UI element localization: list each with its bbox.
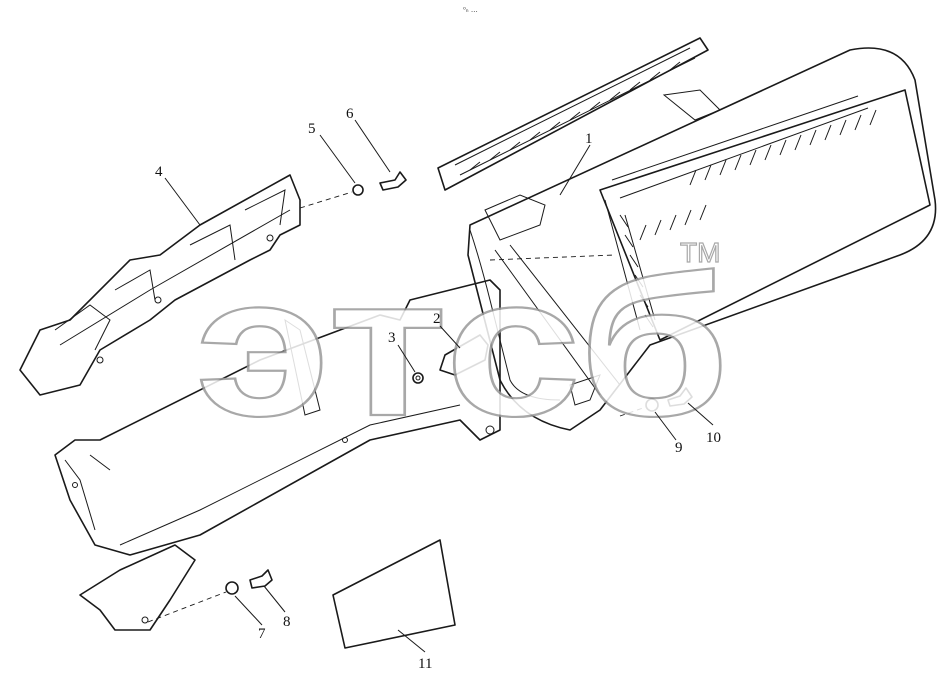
callout-3: 3 [388, 330, 396, 346]
callout-8: 8 [283, 614, 291, 630]
watermark-trademark: TM [680, 237, 720, 268]
part-5-washer [352, 184, 364, 196]
part-grille-strip [437, 37, 709, 191]
part-3-nut [412, 372, 424, 384]
part-8-bolt [249, 569, 273, 589]
callout-7: 7 [258, 626, 266, 642]
assembly-lines [147, 191, 647, 623]
part-2-clip [439, 334, 489, 376]
part-10-bolt [667, 387, 693, 407]
leader-lines [164, 119, 714, 653]
part-mounting-bracket [54, 279, 501, 631]
callout-1: 1 [585, 131, 593, 147]
watermark: этсб TM [194, 234, 731, 459]
part-7-washer [225, 581, 239, 595]
duct-rib-pattern [619, 109, 877, 328]
watermark-text: этсб [195, 235, 730, 458]
part-9-washer [645, 398, 659, 412]
callout-2: 2 [433, 311, 441, 327]
part-6-bolt [379, 171, 407, 191]
callout-4: 4 [155, 164, 163, 180]
part-4-heat-shield [19, 174, 301, 396]
part-11-label-plate [332, 539, 456, 649]
callout-labels: 1 2 3 4 5 6 7 8 9 10 11 [155, 106, 721, 672]
callout-10: 10 [706, 430, 721, 446]
part-1-duct-housing [467, 47, 937, 431]
callout-6: 6 [346, 106, 354, 122]
header-mark: ⁰ₙ ․․․ [463, 6, 478, 14]
callout-5: 5 [308, 121, 316, 137]
callout-9: 9 [675, 440, 683, 456]
callout-11: 11 [418, 656, 432, 672]
